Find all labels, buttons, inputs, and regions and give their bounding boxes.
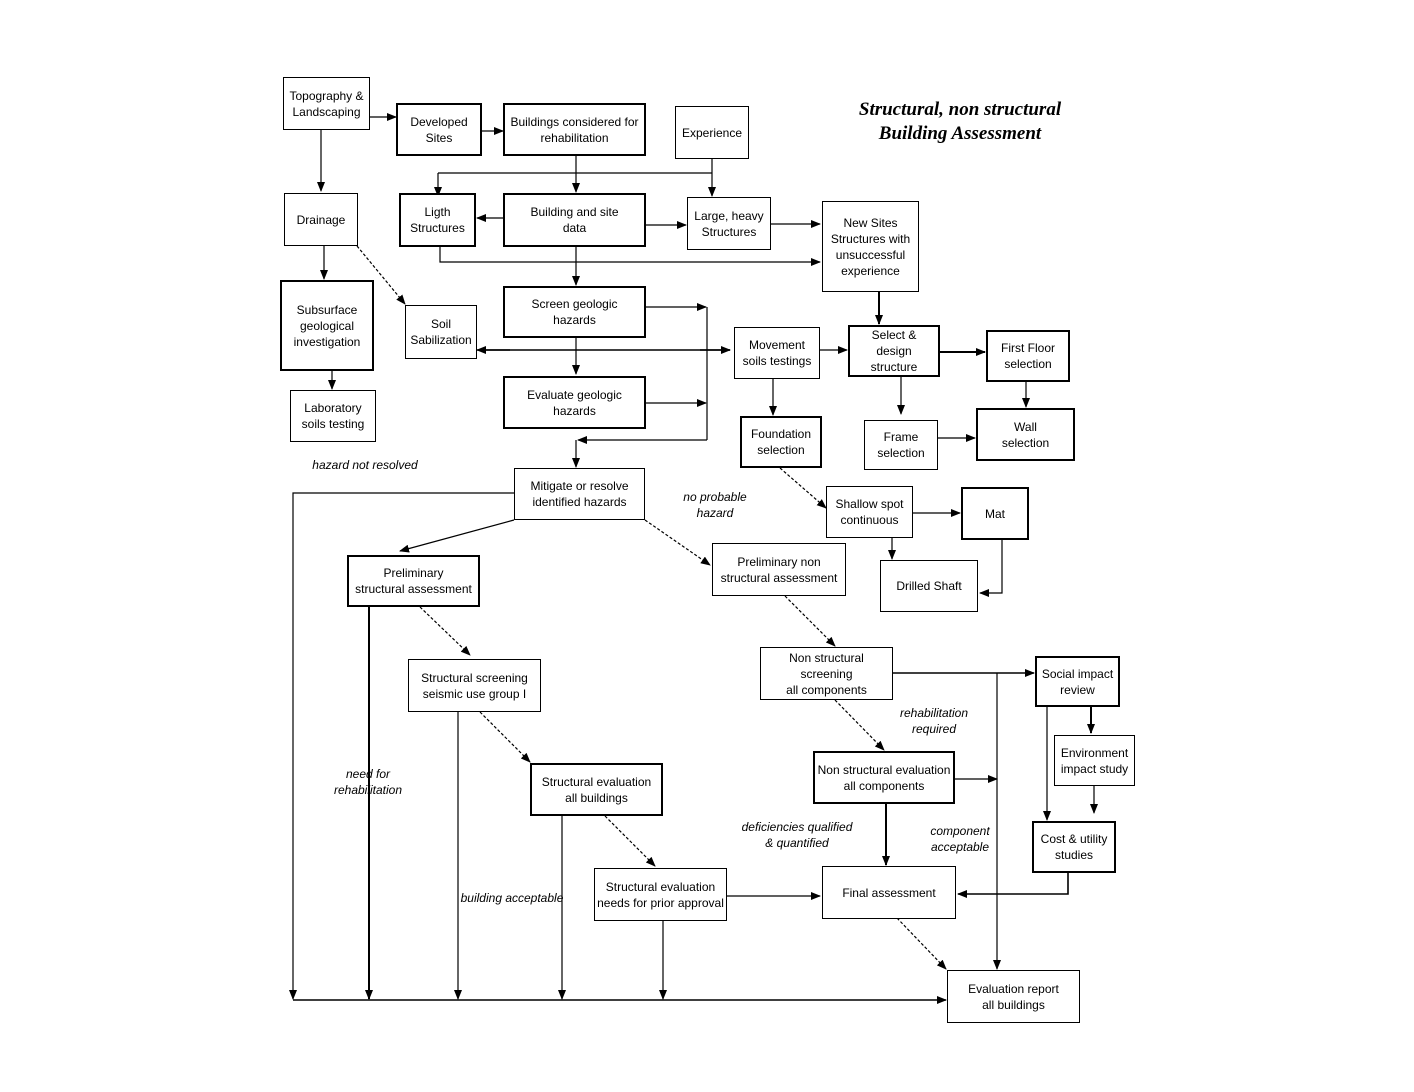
edge-ligth-newsites [439, 247, 821, 266]
edge-final-report [896, 917, 947, 970]
diagram-title: Structural, non structural Building Asse… [858, 99, 1062, 144]
node-building-site-data: Building and site data [503, 193, 646, 247]
node-nonstructural-eval: Non structural evaluation all components [813, 751, 955, 804]
node-drilled-shaft: Drilled Shaft [880, 560, 978, 612]
note-no-probable-hazard: no probable hazard [683, 490, 747, 520]
edge-mitigate-prelimnon [644, 519, 711, 566]
node-shallow: Shallow spot continuous [826, 486, 913, 538]
node-soil-stabilization: Soil Sabilization [405, 305, 477, 359]
node-mat: Mat [961, 487, 1029, 540]
edge-foundation-shallow [779, 467, 827, 509]
edge-evalall-prior [604, 815, 656, 867]
edge-prelimnon-screening [784, 595, 836, 647]
edge-cost-final [957, 873, 1069, 898]
node-structural-screening: Structural screening seismic use group I [408, 659, 541, 712]
node-cost-utility: Cost & utility studies [1032, 821, 1116, 873]
note-need-rehab: need for rehabilitation [333, 767, 403, 797]
node-subsurface: Subsurface geological investigation [280, 280, 374, 371]
node-movement-soils: Movement soils testings [734, 327, 820, 379]
node-frame: Frame selection [864, 420, 938, 470]
node-environment: Environment impact study [1054, 735, 1135, 786]
node-experience: Experience [675, 106, 749, 159]
edge-drainage-soilstab [356, 245, 406, 305]
note-building-acceptable: building acceptable [460, 891, 564, 905]
node-final-assessment: Final assessment [822, 866, 956, 919]
node-new-sites: New Sites Structures with unsuccessful e… [822, 201, 919, 292]
note-component-acceptable: component acceptable [930, 824, 990, 854]
edge-prelimstruct-screening [419, 606, 471, 656]
note-hazard-not-resolved: hazard not resolved [312, 458, 418, 472]
node-structural-eval-prior: Structural evaluation needs for prior ap… [594, 868, 727, 921]
edge-nsscreen-nseval [834, 699, 885, 751]
node-drainage: Drainage [284, 193, 358, 246]
node-first-floor: First Floor selection [986, 330, 1070, 382]
node-screen-geologic: Screen geologic hazards [503, 286, 646, 338]
node-mitigate: Mitigate or resolve identified hazards [514, 468, 645, 520]
edge-mitigate-left [289, 492, 514, 1000]
edge-mat-drilled [979, 540, 1003, 597]
node-laboratory: Laboratory soils testing [290, 390, 376, 442]
note-deficiencies: deficiencies qualified & quantified [741, 820, 853, 850]
node-evaluate-geologic: Evaluate geologic hazards [503, 376, 646, 429]
node-select-design: Select & design structure [848, 325, 940, 377]
node-evaluation-report: Evaluation report all buildings [947, 970, 1080, 1023]
node-social-impact: Social impact review [1035, 656, 1120, 707]
node-prelim-structural: Preliminary structural assessment [347, 555, 480, 607]
edge-screening-evalall [479, 711, 531, 763]
node-topography: Topography & Landscaping [283, 77, 370, 130]
node-large-structures: Large, heavy Structures [687, 197, 771, 250]
node-developed-sites: Developed Sites [396, 103, 482, 156]
node-buildings-rehab: Buildings considered for rehabilitation [503, 103, 646, 156]
node-structural-eval-all: Structural evaluation all buildings [530, 763, 663, 816]
node-ligth-structures: Ligth Structures [399, 193, 476, 247]
note-rehab-required: rehabilitation required [899, 706, 969, 736]
node-foundation: Foundation selection [740, 416, 822, 468]
node-nonstructural-screening: Non structural screening all components [760, 647, 893, 700]
edge-mitigate-prelimstruct [399, 519, 515, 553]
node-wall: Wall selection [976, 408, 1075, 461]
node-prelim-nonstructural: Preliminary non structural assessment [712, 543, 846, 596]
